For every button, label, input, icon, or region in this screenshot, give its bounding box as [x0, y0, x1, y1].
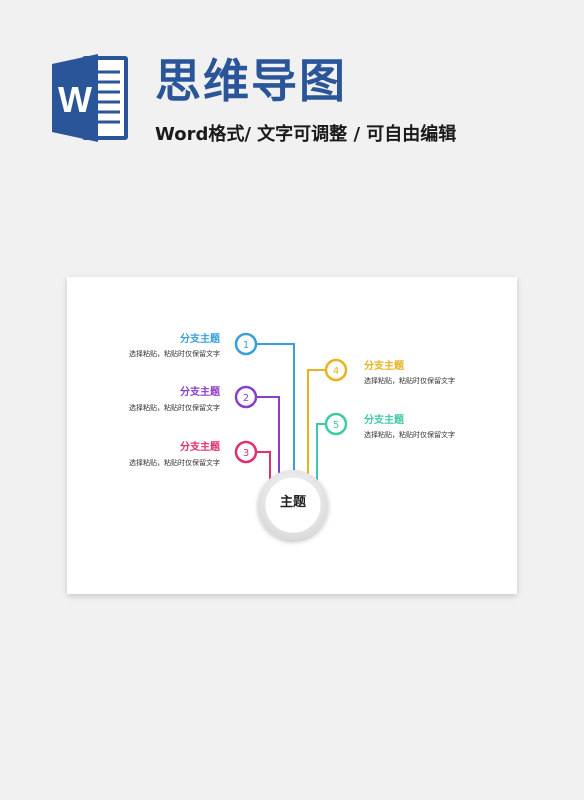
branch-desc-3: 选择粘贴，粘贴时仅保留文字: [129, 459, 220, 467]
connector-line-5: [316, 423, 325, 481]
mindmap-diagram: 1 2 3 4 5: [234, 332, 348, 540]
connector-line-1: [257, 343, 295, 481]
svg-text:5: 5: [333, 420, 339, 431]
branch-node-5: 5: [324, 412, 348, 436]
branch-desc-1: 选择粘贴，粘贴时仅保留文字: [129, 350, 220, 358]
svg-text:W: W: [58, 79, 92, 120]
page-subtitle: Word格式/ 文字可调整 / 可自由编辑: [155, 124, 457, 145]
branch-title-3: 分支主题: [180, 442, 220, 453]
branch-desc-2: 选择粘贴，粘贴时仅保留文字: [129, 404, 220, 412]
connector-line-2: [257, 396, 280, 481]
branch-title-4: 分支主题: [364, 361, 404, 372]
branch-node-1: 1: [234, 332, 258, 356]
page-title: 思维导图: [155, 54, 347, 108]
branch-desc-5: 选择粘贴，粘贴时仅保留文字: [364, 431, 455, 439]
branch-title-1: 分支主题: [180, 334, 220, 345]
branch-title-2: 分支主题: [180, 387, 220, 398]
word-logo-icon: W: [52, 54, 128, 142]
svg-text:4: 4: [333, 366, 339, 377]
center-topic-label: 主题: [279, 495, 306, 510]
branch-desc-4: 选择粘贴，粘贴时仅保留文字: [364, 377, 455, 385]
connector-line-3: [257, 451, 271, 481]
connector-line-4: [307, 369, 325, 481]
mindmap-card: 1 2 3 4 5 主题 分支主题 选择粘贴，粘贴时仅保留文字 分支主题 选择粘…: [67, 277, 517, 594]
svg-text:3: 3: [243, 448, 249, 459]
svg-text:1: 1: [243, 340, 249, 351]
branch-node-2: 2: [234, 385, 258, 409]
branch-node-4: 4: [324, 358, 348, 382]
branch-title-5: 分支主题: [364, 415, 404, 426]
svg-text:2: 2: [243, 393, 249, 404]
branch-node-3: 3: [234, 440, 258, 464]
